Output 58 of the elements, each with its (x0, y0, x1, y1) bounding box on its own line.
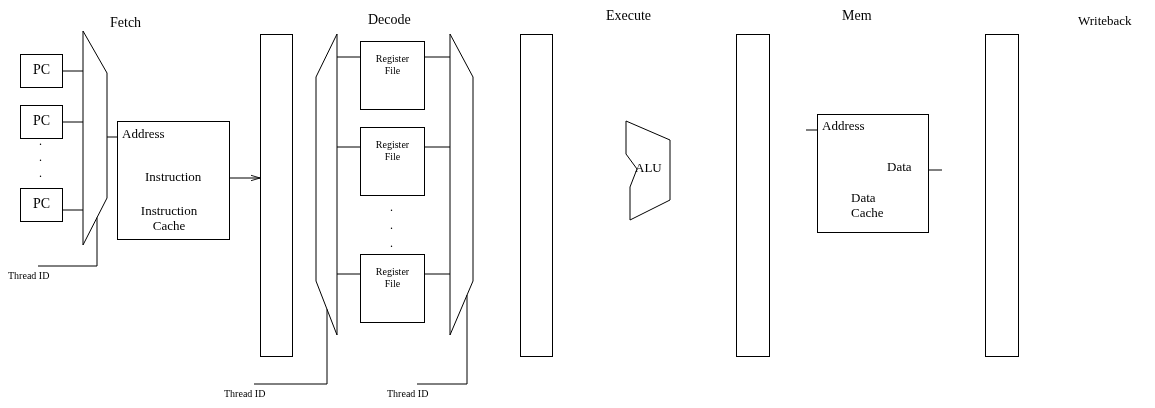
port-label: Address (122, 127, 166, 142)
port-label: Address (822, 119, 866, 134)
register-file-box (360, 41, 425, 110)
connector-line (62, 121, 84, 123)
pipeline-register (520, 34, 553, 357)
register-file-box (360, 127, 425, 196)
stage-title: Writeback (1078, 13, 1132, 29)
instruction-cache-box (117, 121, 230, 240)
connector-line (336, 273, 361, 275)
register-label: PC (31, 113, 52, 130)
pipeline-register (985, 34, 1019, 357)
block-label: Data Cache (851, 191, 885, 221)
multiplexer-symbol (316, 34, 337, 335)
connector-line (62, 209, 84, 211)
connector-line (424, 146, 451, 148)
stage-title: Fetch (110, 15, 142, 31)
stage-title: Decode (368, 12, 411, 28)
ellipsis-dot: . (39, 150, 42, 165)
multiplexer-symbol (450, 34, 473, 335)
multiplexer-symbol (83, 31, 107, 245)
block-label: Register File (374, 139, 411, 162)
ellipsis-dot: . (39, 166, 42, 181)
connector-line (253, 308, 328, 385)
ellipsis-dot: . (390, 200, 393, 215)
alu-symbol (626, 121, 670, 220)
register-label: PC (31, 62, 52, 79)
pipeline-register (736, 34, 770, 357)
pc-register-box (20, 188, 63, 222)
pc-register-box (20, 105, 63, 139)
stage-title: Mem (842, 8, 872, 24)
thread-id-label: Thread ID (387, 388, 447, 402)
connector-line (424, 56, 451, 58)
block-label: ALU (635, 161, 663, 176)
connector-line (106, 136, 118, 138)
block-label: Register File (374, 53, 411, 76)
connector-line (336, 146, 361, 148)
port-label: Data (887, 160, 913, 175)
connector-line (928, 169, 943, 171)
stage-title: Execute (606, 8, 652, 24)
block-label: Instruction Cache (139, 204, 199, 234)
connector-line (37, 217, 98, 267)
thread-id-label: Thread ID (8, 270, 68, 284)
connector-line (336, 56, 361, 58)
ellipsis-dot: . (39, 134, 42, 149)
port-label: Instruction (145, 170, 203, 185)
connector-line (416, 294, 468, 385)
data-cache-box (817, 114, 929, 233)
ellipsis-dot: . (390, 236, 393, 251)
pipeline-register (260, 34, 293, 357)
register-label: PC (31, 196, 52, 213)
register-file-box (360, 254, 425, 323)
connector-line (62, 70, 84, 72)
ellipsis-dot: . (390, 218, 393, 233)
thread-id-label: Thread ID (224, 388, 284, 402)
connector-line (424, 273, 451, 275)
connector-line (805, 129, 818, 131)
pc-register-box (20, 54, 63, 88)
block-label: Register File (374, 266, 411, 289)
